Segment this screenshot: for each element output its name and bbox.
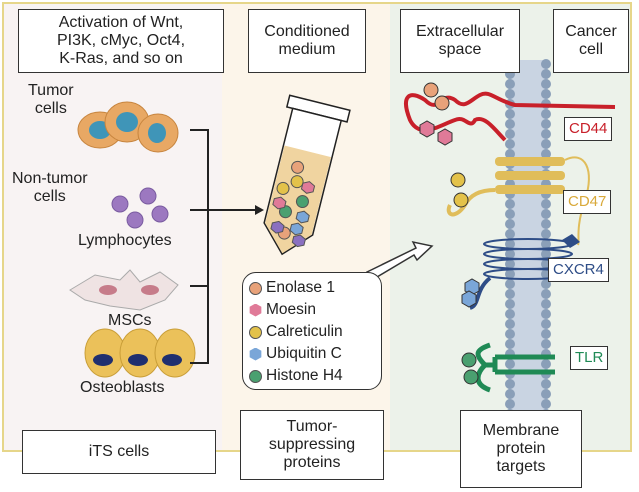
lipid-head — [505, 89, 515, 99]
cell-bracket — [190, 129, 255, 364]
legend-item-label: Moesin — [266, 301, 316, 318]
lymphocytes — [111, 187, 169, 229]
activation-box: Activation of Wnt, PI3K, cMyc, Oct4, K-R… — [18, 9, 224, 73]
tumor-cells-label: Tumor cells — [28, 82, 74, 117]
conditioned-medium-tube — [263, 94, 351, 256]
lipid-head — [505, 399, 515, 409]
legend-item-label: Enolase 1 — [266, 279, 335, 296]
lipid-head — [505, 339, 515, 349]
lipid-head — [505, 309, 515, 319]
its-cells-panel — [4, 4, 222, 450]
lipid-head — [505, 79, 515, 89]
lipid-head — [505, 239, 515, 249]
lipid-head — [541, 249, 551, 259]
hexagon-swatch-icon — [249, 303, 262, 317]
cd44-tag: CD44 — [564, 117, 613, 141]
lipid-head — [541, 209, 551, 219]
lipid-head — [505, 219, 515, 229]
lipid-head — [541, 139, 551, 149]
legend-item: Enolase 1 — [249, 277, 375, 299]
mscs — [69, 269, 179, 311]
legend-item: Histone H4 — [249, 365, 375, 387]
lipid-head — [541, 239, 551, 249]
lipid-head — [505, 279, 515, 289]
lipid-head — [505, 129, 515, 139]
its-cells-box: iTS cells — [22, 430, 216, 474]
non-tumor-cells-label: Non-tumor cells — [12, 170, 88, 205]
lipid-head — [505, 139, 515, 149]
lipid-head — [505, 109, 515, 119]
lipid-head — [541, 399, 551, 409]
osteoblasts-label: Osteoblasts — [80, 379, 165, 396]
lipid-head — [541, 129, 551, 139]
lipid-head — [505, 259, 515, 269]
legend-item-label: Calreticulin — [266, 323, 343, 340]
lipid-head — [505, 319, 515, 329]
legend-item: Calreticulin — [249, 321, 375, 343]
legend-item: Moesin — [249, 299, 375, 321]
lipid-head — [541, 319, 551, 329]
arrow-to-tube — [255, 205, 264, 215]
lymphocytes-label: Lymphocytes — [78, 232, 172, 249]
lipid-head — [541, 379, 551, 389]
lipid-head — [541, 359, 551, 369]
lipid-head — [541, 199, 551, 209]
lipid-head — [541, 329, 551, 339]
lipid-head — [541, 79, 551, 89]
lipid-head — [505, 379, 515, 389]
lipid-head — [541, 339, 551, 349]
extracellular-space-box: Extracellular space — [400, 9, 520, 73]
mscs-label: MSCs — [108, 312, 152, 329]
lipid-head — [505, 249, 515, 259]
lipid-head — [541, 289, 551, 299]
lipid-head — [541, 109, 551, 119]
circle-swatch-icon — [249, 281, 262, 295]
cxcr4-tag: CXCR4 — [548, 258, 609, 282]
lipid-head — [541, 149, 551, 159]
lipid-head — [541, 89, 551, 99]
conditioned-medium-box: Conditioned medium — [248, 9, 366, 73]
lipid-head — [505, 119, 515, 129]
tlr-protein — [475, 342, 555, 393]
legend-item-label: Histone H4 — [266, 367, 343, 384]
circle-swatch-icon — [249, 325, 262, 339]
lipid-head — [505, 389, 515, 399]
lipid-head — [541, 59, 551, 69]
lipid-head — [541, 389, 551, 399]
hexagon-swatch-icon — [249, 347, 262, 361]
arrow-to-membrane — [365, 240, 434, 282]
legend-item-label: Ubiquitin C — [266, 345, 342, 362]
lipid-head — [541, 219, 551, 229]
tumor-cells — [77, 101, 179, 153]
lipid-head — [505, 299, 515, 309]
lipid-head — [541, 309, 551, 319]
lipid-head — [505, 199, 515, 209]
legend-item: Ubiquitin C — [249, 343, 375, 365]
tumor-suppressing-proteins-box: Tumor- suppressing proteins — [240, 410, 384, 480]
lipid-head — [505, 359, 515, 369]
lipid-head — [541, 229, 551, 239]
lipid-head — [505, 269, 515, 279]
lipid-head — [505, 149, 515, 159]
circle-swatch-icon — [249, 369, 262, 383]
lipid-head — [541, 299, 551, 309]
membrane-protein-targets-box: Membrane protein targets — [460, 410, 582, 488]
lipid-head — [505, 329, 515, 339]
lipid-head — [505, 289, 515, 299]
lipid-head — [505, 209, 515, 219]
lipid-head — [541, 119, 551, 129]
tlr-tag: TLR — [570, 346, 609, 370]
lipid-head — [541, 69, 551, 79]
lipid-head — [505, 229, 515, 239]
cancer-cell-box: Cancer cell — [553, 9, 629, 73]
cd44-protein — [404, 91, 616, 142]
osteoblasts — [84, 328, 196, 378]
cd47-tag: CD47 — [563, 190, 612, 214]
